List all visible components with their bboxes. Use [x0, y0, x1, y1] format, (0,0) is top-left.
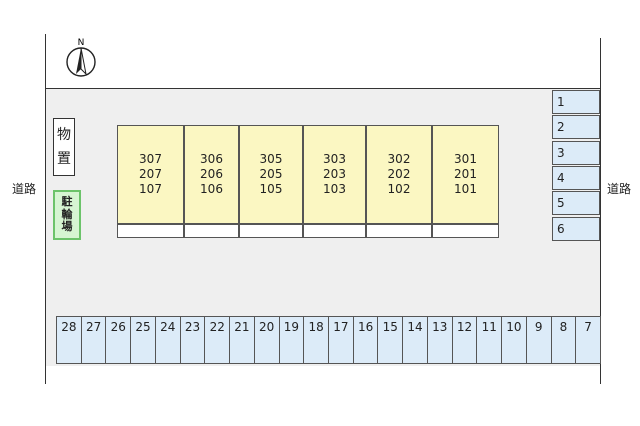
parking-space: 20	[253, 316, 280, 364]
unit-number: 106	[200, 182, 223, 196]
lot-boundary-top	[45, 88, 601, 89]
storage-char: 置	[57, 150, 71, 167]
unit-number: 102	[387, 182, 411, 196]
parking-space: 16	[352, 316, 379, 364]
parking-space: 25	[130, 316, 156, 364]
north-arrow-icon: N	[66, 38, 96, 77]
parking-space: 23	[179, 316, 206, 364]
unit-number: 101	[454, 182, 477, 196]
left-boundary-line	[45, 34, 46, 384]
storage-char: 物	[57, 127, 71, 144]
parking-space: 28	[56, 316, 82, 364]
parking-space: 10	[501, 316, 527, 364]
road-label-right: 道路	[607, 182, 632, 196]
parking-space: 3	[552, 141, 600, 165]
parking-space: 19	[278, 316, 305, 364]
balcony-strip	[303, 224, 366, 238]
unit-number: 206	[200, 167, 223, 181]
unit-number: 306	[200, 152, 223, 166]
unit-number: 301	[454, 152, 477, 166]
parking-space: 26	[105, 316, 132, 364]
parking-space: 4	[552, 166, 600, 190]
parking-space: 11	[476, 316, 503, 364]
unit-number: 203	[323, 167, 346, 181]
storage-shed: 物 置	[53, 118, 75, 176]
parking-space: 17	[328, 316, 354, 364]
parking-space: 8	[550, 316, 577, 364]
parking-space: 18	[303, 316, 329, 364]
parking-space: 21	[229, 316, 255, 364]
road-label-left: 道路	[12, 182, 37, 196]
parking-space: 2	[552, 115, 600, 139]
bike-parking-char: 駐	[61, 195, 73, 209]
parking-space: 15	[377, 316, 404, 364]
unit-number: 202	[387, 167, 411, 181]
unit-number: 307	[139, 152, 162, 166]
unit-number: 103	[323, 182, 346, 196]
parking-space: 13	[426, 316, 453, 364]
parking-space: 14	[402, 316, 428, 364]
bike-parking-char: 輪	[61, 207, 73, 221]
parking-space: 12	[451, 316, 478, 364]
unit-number: 207	[139, 167, 162, 181]
balcony-strip	[239, 224, 303, 238]
unit-number: 107	[139, 182, 162, 196]
bicycle-parking: 駐 輪 場	[53, 190, 81, 240]
balcony-strip	[117, 224, 184, 238]
unit-number: 205	[259, 167, 283, 181]
unit-number: 303	[323, 152, 346, 166]
parking-space: 7	[575, 316, 601, 364]
unit-number: 105	[259, 182, 283, 196]
right-boundary-line	[600, 38, 601, 384]
parking-space: 22	[204, 316, 231, 364]
unit-number: 201	[454, 167, 477, 181]
compass-north-label: N	[78, 38, 85, 48]
bike-parking-char: 場	[61, 220, 73, 234]
balcony-strip	[184, 224, 239, 238]
balcony-strip	[432, 224, 499, 238]
parking-space: 27	[80, 316, 107, 364]
parking-space: 5	[552, 191, 600, 215]
parking-space: 1	[552, 90, 600, 114]
balcony-strip	[366, 224, 432, 238]
parking-space: 24	[154, 316, 181, 364]
unit-number: 305	[259, 152, 283, 166]
parking-space: 6	[552, 217, 600, 241]
unit-number: 302	[387, 152, 411, 166]
parking-space: 9	[525, 316, 552, 364]
